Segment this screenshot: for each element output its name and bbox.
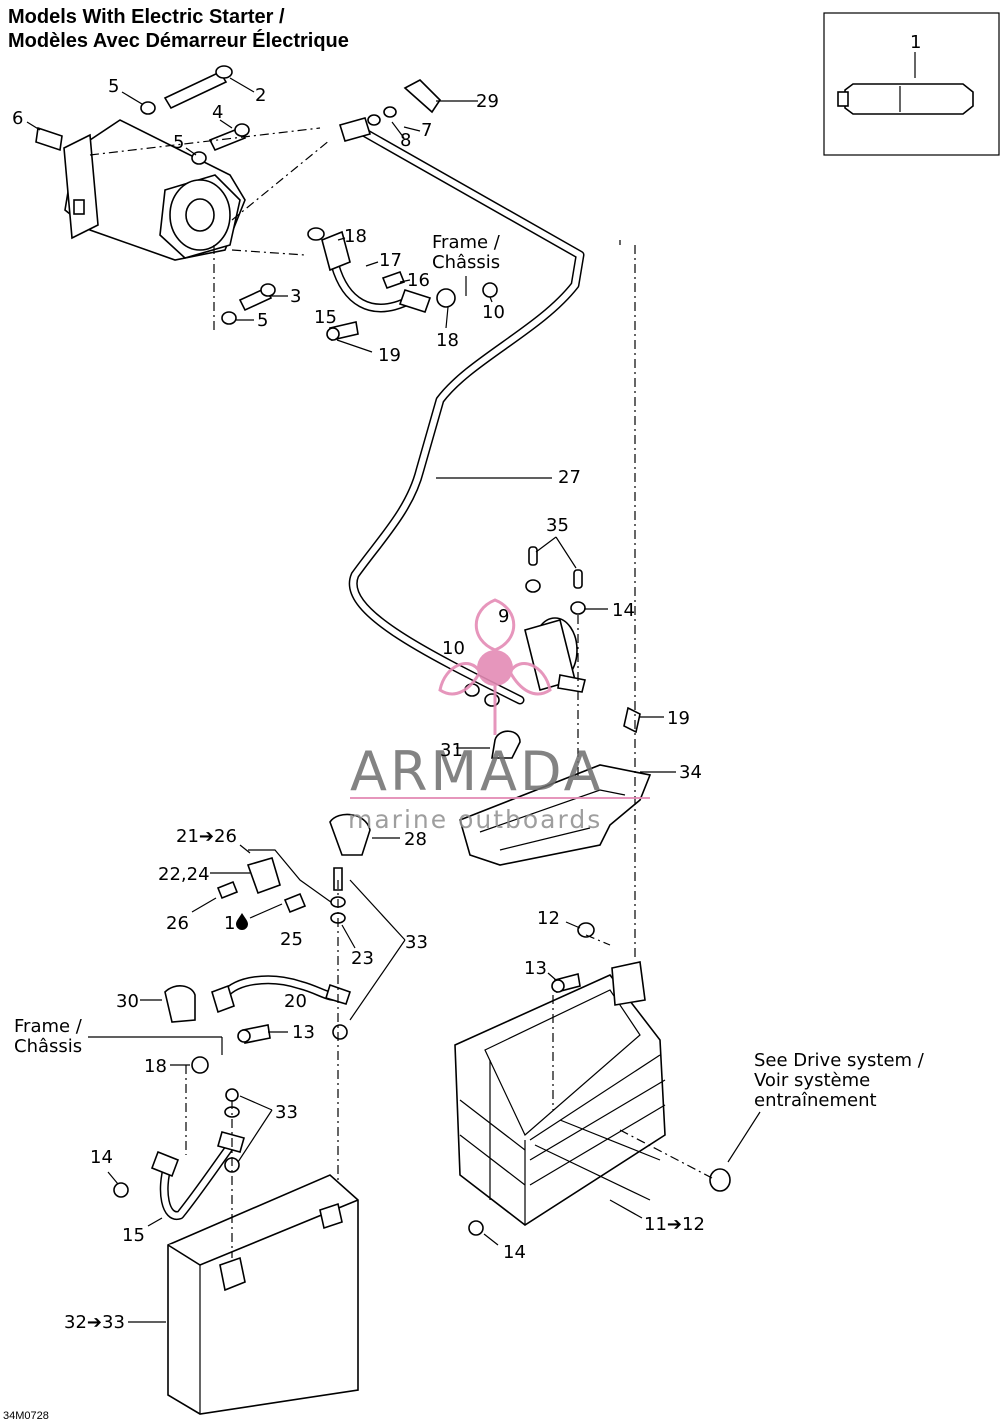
callout-11-12: 11➔12 xyxy=(644,1214,705,1235)
note-drive-line3: entraînement xyxy=(754,1090,877,1111)
lubricant-inset xyxy=(823,12,1000,156)
watermark-logo xyxy=(350,598,650,799)
note-frame-top-line2: Châssis xyxy=(432,252,500,273)
solenoid-9 xyxy=(464,546,641,759)
callout-32-33: 32➔33 xyxy=(64,1312,125,1333)
callout-18-frame: 18 xyxy=(436,330,459,351)
figure-reference: 34M0728 xyxy=(3,1410,49,1422)
note-drive-line1: See Drive system / xyxy=(754,1050,925,1071)
callout-13-frame: 13 xyxy=(292,1022,315,1043)
callout-labels: 1 2 3 4 5 5 5 6 7 8 9 10 10 11➔12 12 13 … xyxy=(12,32,921,1333)
drop-icon xyxy=(236,913,248,930)
callout-20: 20 xyxy=(284,991,307,1012)
callout-7: 7 xyxy=(421,120,432,141)
callout-22-24: 22,24 xyxy=(158,864,210,885)
callout-19-support: 19 xyxy=(667,708,690,729)
callout-2: 2 xyxy=(255,85,266,106)
callout-17: 17 xyxy=(379,250,402,271)
callout-5-bottom: 5 xyxy=(257,310,268,331)
title-french: Modèles Avec Démarreur Électrique xyxy=(8,30,349,52)
note-drive-line2: Voir système xyxy=(754,1070,870,1091)
callout-28: 28 xyxy=(404,829,427,850)
callout-12: 12 xyxy=(537,908,560,929)
callout-3: 3 xyxy=(290,286,301,307)
callout-9: 9 xyxy=(498,606,509,627)
battery-tray xyxy=(454,922,731,1236)
callout-10-top: 10 xyxy=(482,302,505,323)
note-frame-top-line1: Frame / xyxy=(432,232,501,253)
starter-motor xyxy=(35,119,246,261)
callout-25: 25 xyxy=(280,929,303,950)
callout-14-left: 14 xyxy=(90,1147,113,1168)
leader-lines xyxy=(26,77,761,1323)
callout-19-top: 19 xyxy=(378,345,401,366)
callout-21-26: 21➔26 xyxy=(176,826,237,847)
cable-20 xyxy=(164,975,352,1074)
callout-1-harness: 1 xyxy=(224,913,235,934)
callout-5-top: 5 xyxy=(108,76,119,97)
battery-32 xyxy=(167,1174,359,1415)
callout-13-tray: 13 xyxy=(524,958,547,979)
callout-8: 8 xyxy=(400,130,411,151)
callout-26: 26 xyxy=(166,913,189,934)
title-english: Models With Electric Starter / xyxy=(8,6,285,28)
main-cable-27 xyxy=(338,79,585,705)
callout-5-mid: 5 xyxy=(173,132,184,153)
callout-30: 30 xyxy=(116,991,139,1012)
callout-35: 35 xyxy=(546,515,569,536)
callout-29: 29 xyxy=(476,91,499,112)
cap-28 xyxy=(329,813,371,856)
note-frame-left-line2: Châssis xyxy=(14,1036,82,1057)
callout-27: 27 xyxy=(558,467,581,488)
cable-15-lower xyxy=(113,1088,245,1220)
callout-15-bottom: 15 xyxy=(122,1225,145,1246)
callout-14-tray: 14 xyxy=(503,1242,526,1263)
callout-18-top: 18 xyxy=(344,226,367,247)
callout-34: 34 xyxy=(679,762,702,783)
callout-15-top: 15 xyxy=(314,307,337,328)
callout-33-battery: 33 xyxy=(275,1102,298,1123)
callout-1: 1 xyxy=(910,32,921,53)
assembly-lines xyxy=(89,127,713,1258)
callout-18-left: 18 xyxy=(144,1056,167,1077)
callout-31: 31 xyxy=(440,740,463,761)
watermark-tagline: marine outboards xyxy=(348,805,602,834)
callout-33-harness: 33 xyxy=(405,932,428,953)
callout-10-solenoid: 10 xyxy=(442,638,465,659)
callout-23: 23 xyxy=(351,948,374,969)
callout-4: 4 xyxy=(212,102,223,123)
watermark-brand: ARMADA xyxy=(350,740,604,803)
callout-16: 16 xyxy=(407,270,430,291)
battery-support-34 xyxy=(459,764,652,866)
harness-21-26 xyxy=(216,849,346,924)
callout-14-solenoid: 14 xyxy=(612,600,635,621)
note-frame-left-line1: Frame / xyxy=(14,1016,83,1037)
starter-cable-15 xyxy=(307,227,498,341)
callout-6: 6 xyxy=(12,108,23,129)
